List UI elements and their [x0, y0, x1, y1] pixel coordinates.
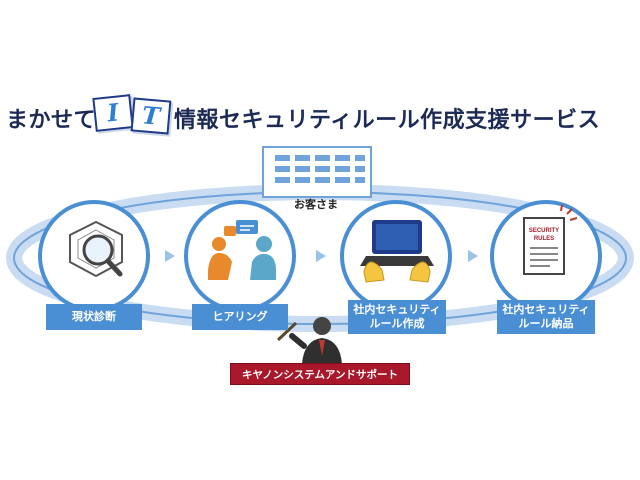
it-letter-t: T [130, 97, 172, 135]
magnifier-radar-icon [69, 220, 123, 278]
step-label-2: ヒアリング [192, 304, 288, 330]
arrow-right-icon [468, 250, 478, 262]
it-letter-i: I [92, 94, 134, 132]
arrow-right-icon [165, 250, 175, 262]
step-label-1: 現状診断 [46, 304, 142, 330]
title-main-text: 情報セキュリティルール作成支援サービス [174, 108, 601, 133]
step-label-4: 社内セキュリティ ルール納品 [497, 300, 595, 334]
customer-label: お客さま [294, 198, 338, 211]
service-title: まかせて I T 情報セキュリティルール作成支援サービス [0, 90, 640, 140]
step-label-3: 社内セキュリティ ルール作成 [348, 300, 446, 334]
document-text-line-1: SECURITY [529, 228, 559, 234]
security-rules-document-icon: SECURITY RULES [523, 204, 578, 275]
title-prefix: まかせて [6, 108, 97, 133]
service-flow-diagram: SECURITY RULES [6, 146, 634, 364]
arrow-right-icon [316, 250, 326, 262]
vendor-label: キヤノンシステムアンドサポート [230, 363, 410, 385]
laptop-typing-icon [360, 220, 434, 283]
people-talking-icon [208, 220, 276, 280]
building-icon [262, 146, 372, 198]
presenter-icon [276, 317, 342, 364]
step-circle-2 [184, 200, 296, 312]
document-text-line-2: RULES [534, 236, 554, 242]
